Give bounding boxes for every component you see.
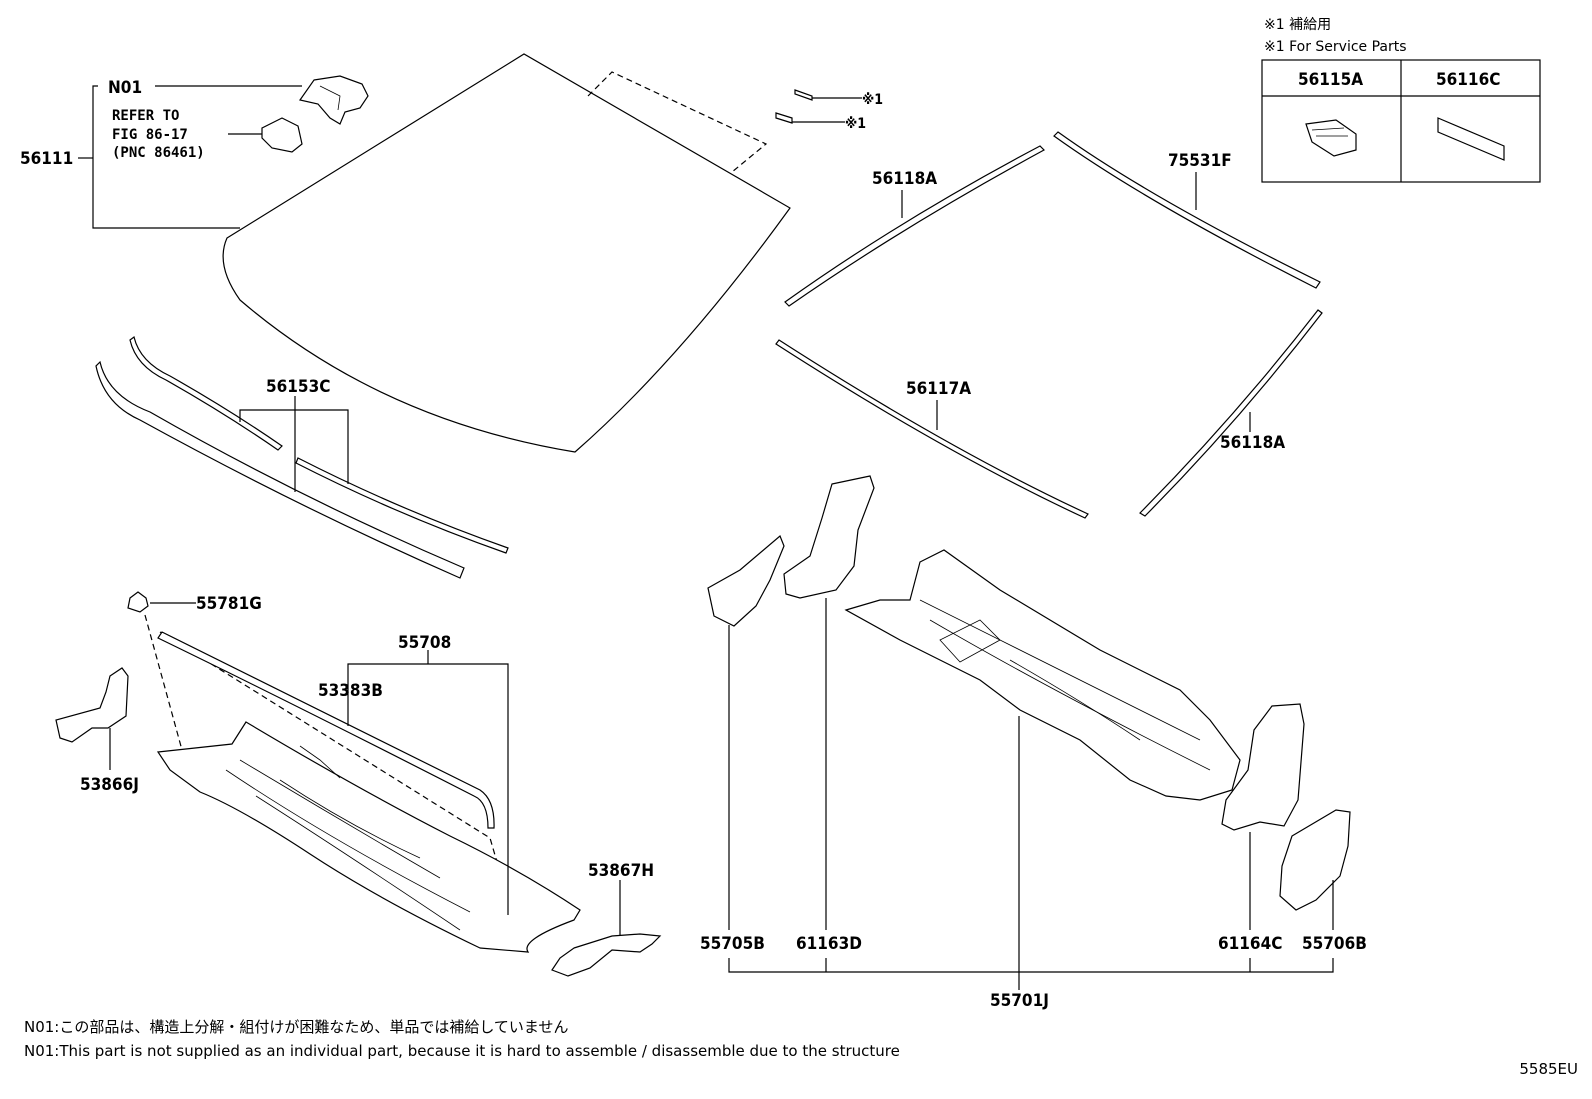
label-55706B: 55706B — [1302, 934, 1367, 954]
bracket-fig-86-17 — [261, 117, 303, 153]
molding-75531F — [1053, 131, 1321, 289]
label-56118A-side: 56118A — [1220, 433, 1285, 453]
bracket-53867H — [551, 933, 662, 977]
cowl-panel — [156, 721, 581, 953]
label-53383B: 53383B — [318, 681, 383, 701]
seal-56153C-upper — [129, 335, 283, 451]
label-n01: N01 — [108, 78, 142, 98]
molding-56117A — [775, 339, 1089, 519]
label-53867H: 53867H — [588, 861, 654, 881]
pillar-61163D — [783, 475, 875, 599]
label-56153C: 56153C — [266, 377, 330, 397]
service-legend-title: ※1 補給用 ※1 For Service Parts — [1264, 14, 1407, 58]
label-55701J: 55701J — [990, 991, 1049, 1011]
service-part-56116C — [1437, 117, 1505, 161]
service-column-56115A: 56115A — [1298, 70, 1363, 90]
service-marker-bottom: ※1 — [845, 116, 866, 132]
bracket-53866J — [55, 667, 129, 743]
label-refer-to: REFER TO — [112, 108, 179, 124]
dash-panel — [844, 549, 1241, 801]
service-parts-table: 56115A 56116C — [1261, 59, 1541, 183]
service-marker-top: ※1 — [862, 92, 883, 108]
note-japanese: N01:この部品は、構造上分解・組付けが困難なため、単品では補給していません — [24, 1018, 569, 1036]
illustration-code: 5585EU — [1519, 1060, 1578, 1078]
bracket-55705B — [707, 535, 785, 627]
note-english: N01:This part is not supplied as an indi… — [24, 1042, 900, 1060]
molding-56118A-side — [1139, 309, 1323, 517]
bracket-n01 — [298, 75, 369, 125]
label-pnc: (PNC 86461) — [112, 145, 205, 161]
label-56117A: 56117A — [906, 379, 971, 399]
seal-56153C-long — [95, 360, 465, 579]
label-55705B: 55705B — [700, 934, 765, 954]
label-61164C: 61164C — [1218, 934, 1282, 954]
label-53866J: 53866J — [80, 775, 139, 795]
label-56118A-top: 56118A — [872, 169, 937, 189]
bracket-55706B — [1279, 809, 1351, 911]
label-56111: 56111 — [20, 149, 73, 169]
molding-56118A-top — [784, 145, 1045, 307]
seal-56153C-lower — [295, 457, 509, 554]
seal-53383B — [157, 631, 495, 829]
service-legend-title-en: ※1 For Service Parts — [1264, 39, 1407, 55]
service-legend-title-jp: ※1 補給用 — [1264, 17, 1332, 33]
service-part-small-top — [794, 89, 862, 101]
label-61163D: 61163D — [796, 934, 862, 954]
label-55708: 55708 — [398, 633, 451, 653]
label-fig: FIG 86-17 — [112, 127, 188, 143]
label-55781G: 55781G — [196, 594, 262, 614]
service-part-56115A — [1305, 119, 1357, 157]
pillar-61164C — [1221, 703, 1305, 831]
clip-55781G — [127, 591, 149, 613]
label-75531F: 75531F — [1168, 151, 1232, 171]
service-part-small-bottom — [775, 112, 845, 124]
windshield-glass — [222, 53, 791, 453]
service-column-56116C: 56116C — [1436, 70, 1500, 90]
